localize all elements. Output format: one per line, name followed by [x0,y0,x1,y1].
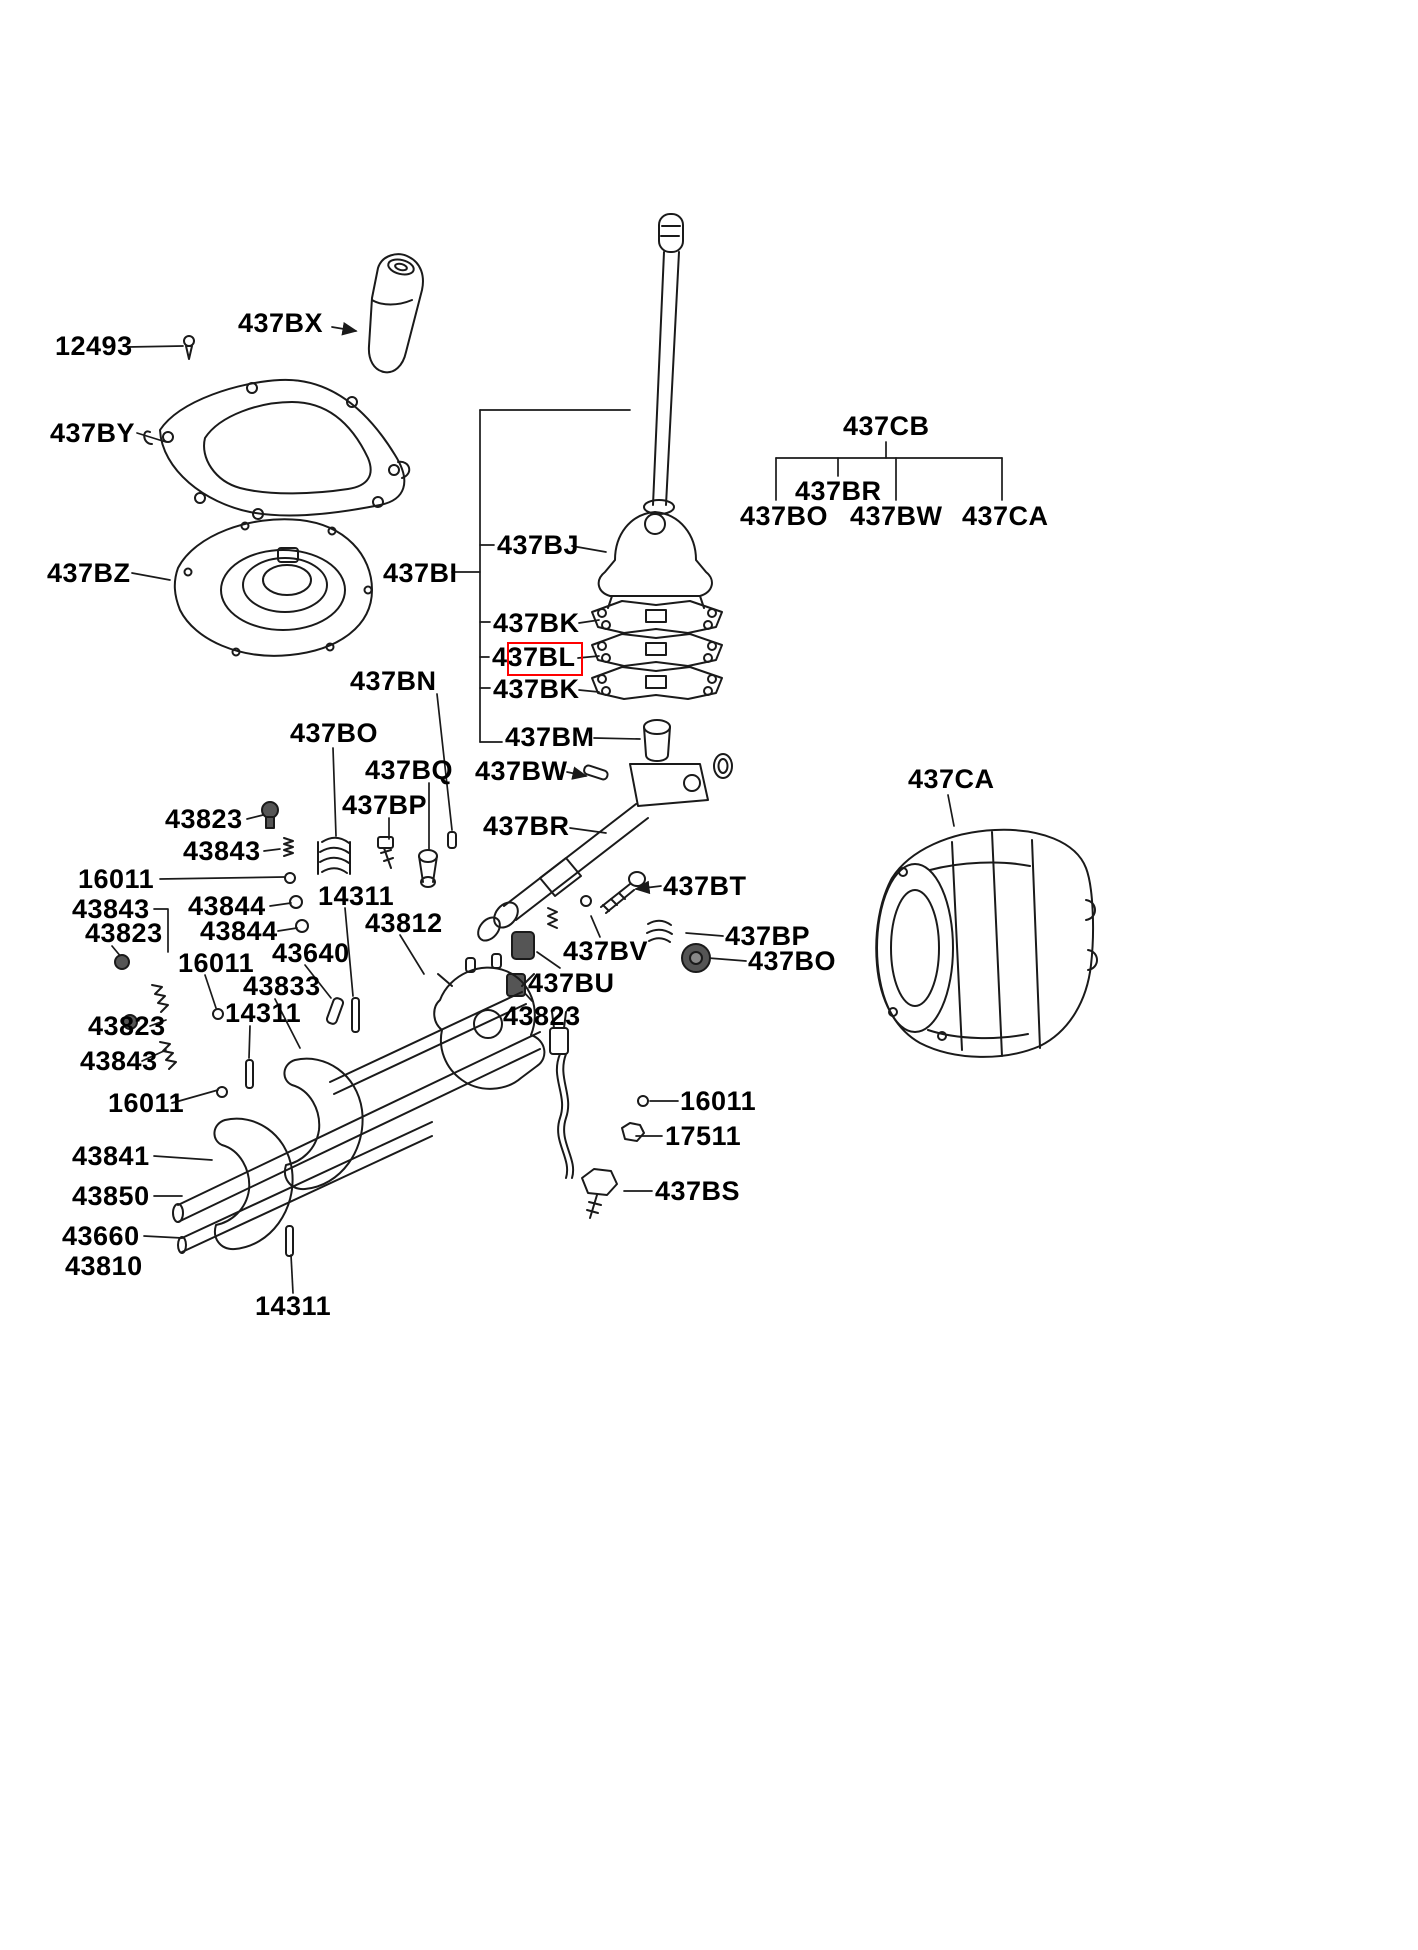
part-label-437BI[interactable]: 437BI [383,558,458,588]
part-label-437BR[interactable]: 437BR [483,811,570,841]
part-label-43843[interactable]: 43843 [72,894,150,924]
part-label-16011[interactable]: 16011 [680,1086,757,1116]
part-label-14311[interactable]: 14311 [318,881,395,911]
part-label-437BO[interactable]: 437BO [740,501,829,531]
part-label-43844[interactable]: 43844 [200,916,278,946]
part-label-437CA[interactable]: 437CA [962,501,1049,531]
detent-hardware-drawing [261,801,438,933]
part-label-43843[interactable]: 43843 [183,836,261,866]
part-label-437BP[interactable]: 437BP [725,921,811,951]
part-label-43850[interactable]: 43850 [72,1181,150,1211]
part-label-17511[interactable]: 17511 [665,1121,742,1151]
part-label-437BV[interactable]: 437BV [563,936,649,966]
part-label-43823[interactable]: 43823 [165,804,243,834]
part-label-43823[interactable]: 43823 [503,1001,581,1031]
shift-lever-shaft-drawing [643,213,684,515]
part-label-437BK[interactable]: 437BK [493,674,580,704]
part-label-437BN[interactable]: 437BN [350,666,437,696]
bushing-drawing [643,719,671,762]
part-label-437BO[interactable]: 437BO [748,946,837,976]
part-label-43640[interactable]: 43640 [272,938,350,968]
part-label-437BW[interactable]: 437BW [475,756,568,786]
part-label-437CB[interactable]: 437CB [843,411,930,441]
clip-pin-drawing [183,335,195,360]
part-label-437BL[interactable]: 437BL [492,642,576,672]
shift-lever-boot-drawing [173,518,373,657]
part-label-43833[interactable]: 43833 [243,971,321,1001]
part-label-43823[interactable]: 43823 [88,1011,166,1041]
part-label-43810[interactable]: 43810 [65,1251,143,1281]
part-label-16011[interactable]: 16011 [108,1088,185,1118]
part-label-437BP[interactable]: 437BP [342,790,428,820]
shift-knob-drawing [367,253,424,374]
switch-drawing [549,1011,649,1219]
part-label-16011[interactable]: 16011 [78,864,155,894]
part-label-437BO[interactable]: 437BO [290,718,379,748]
control-rod-drawing [447,753,733,942]
part-label-437BY[interactable]: 437BY [50,418,136,448]
part-label-437BW[interactable]: 437BW [850,501,943,531]
part-label-437BJ[interactable]: 437BJ [497,530,580,560]
part-label-43823[interactable]: 43823 [85,918,163,948]
part-label-437BQ[interactable]: 437BQ [365,755,454,785]
lock-bolt-hardware-drawing [506,871,711,997]
part-label-437BT[interactable]: 437BT [663,871,747,901]
part-label-437BK[interactable]: 437BK [493,608,580,638]
part-label-437BU[interactable]: 437BU [528,968,615,998]
part-label-437BZ[interactable]: 437BZ [47,558,131,588]
part-label-12493[interactable]: 12493 [55,331,133,361]
part-label-43841[interactable]: 43841 [72,1141,150,1171]
shift-lever-plate-drawing [143,378,411,520]
part-label-437BM[interactable]: 437BM [505,722,595,752]
part-label-437CA[interactable]: 437CA [908,764,995,794]
part-label-43660[interactable]: 43660 [62,1221,140,1251]
part-label-43844[interactable]: 43844 [188,891,266,921]
part-label-43843[interactable]: 43843 [80,1046,158,1076]
part-label-16011[interactable]: 16011 [178,948,255,978]
part-label-437BR[interactable]: 437BR [795,476,882,506]
part-label-14311[interactable]: 14311 [225,998,302,1028]
transmission-case-drawing [875,828,1098,1058]
part-label-43812[interactable]: 43812 [365,908,443,938]
gasket-stack-drawing [591,600,723,700]
shift-forks-drawing [114,953,546,1257]
part-label-437BX[interactable]: 437BX [238,308,324,338]
part-label-14311[interactable]: 14311 [255,1291,332,1321]
part-label-437BS[interactable]: 437BS [655,1176,741,1206]
